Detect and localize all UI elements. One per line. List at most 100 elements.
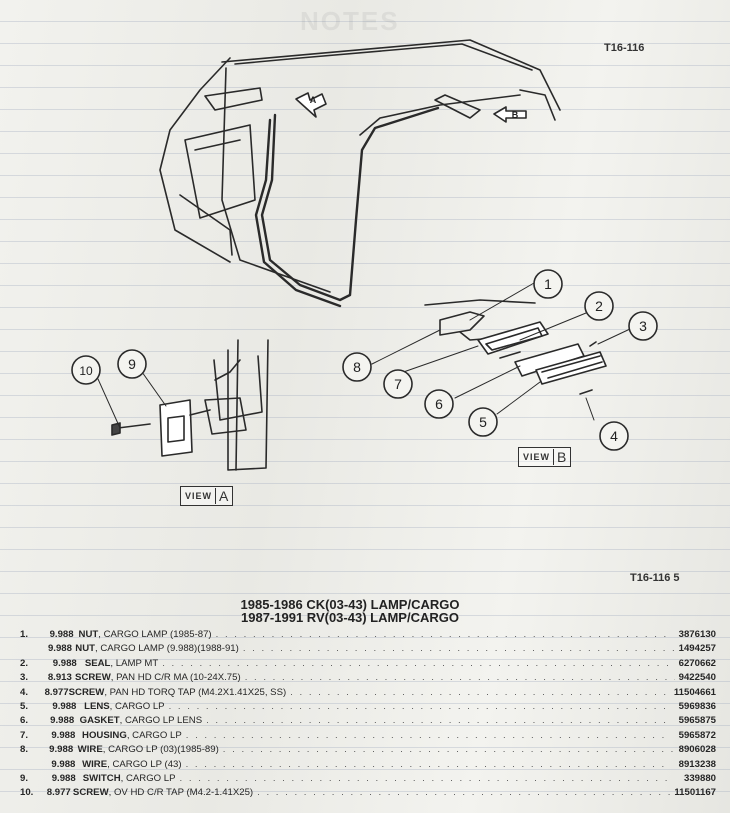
callout-6: 6 xyxy=(435,396,443,412)
callout-numbers: 1 2 3 4 5 6 7 8 9 10 xyxy=(79,276,647,444)
leader-lines xyxy=(97,282,631,429)
part-index: 10. xyxy=(20,787,34,799)
part-detail: , CARGO LAMP (9.988)(1988-91) xyxy=(95,643,239,655)
part-index: 8. xyxy=(20,744,29,756)
part-group: 8.977 xyxy=(44,686,69,698)
part-detail: , CARGO LP (03)(1985-89) xyxy=(102,744,219,756)
view-b-word: VIEW xyxy=(523,452,551,462)
dot-leader: . . . . . . . . . . . . . . . . . . . . … xyxy=(179,772,670,784)
callout-3: 3 xyxy=(639,318,647,334)
part-number: 6270662 xyxy=(678,657,716,669)
part-name: SCREW xyxy=(68,686,105,698)
dot-leader: . . . . . . . . . . . . . . . . . . . . … xyxy=(222,744,673,756)
part-index: 3. xyxy=(20,672,29,684)
part-index: 9. xyxy=(20,772,29,784)
part-group: 9.988 xyxy=(51,772,76,784)
part-group: 8.977 xyxy=(46,787,71,799)
section-title-1: 1985-1986 CK(03-43) LAMP/CARGO xyxy=(240,597,460,612)
part-number: 11504661 xyxy=(673,686,716,698)
dot-leader: . . . . . . . . . . . . . . . . . . . . … xyxy=(206,715,672,727)
part-index: 2. xyxy=(20,657,29,669)
part-name: GASKET xyxy=(79,715,120,727)
part-index: 1. xyxy=(20,629,29,640)
part-name: HOUSING xyxy=(82,729,127,741)
part-group: 9.988 xyxy=(49,744,74,756)
part-detail: , CARGO LAMP (1985-87) xyxy=(98,629,212,640)
callout-5: 5 xyxy=(479,414,487,430)
dot-leader: . . . . . . . . . . . . . . . . . . . . … xyxy=(242,643,675,655)
parts-row: 5. 9.988 LENS, CARGO LP. . . . . . . . . .… xyxy=(16,701,716,715)
part-group: 9.988 xyxy=(52,657,77,669)
part-name: SWITCH xyxy=(82,772,121,784)
view-a-arrow xyxy=(295,92,327,118)
part-detail: , CARGO LP (43) xyxy=(107,758,182,770)
part-name: SCREW xyxy=(75,672,111,684)
parts-row: 9. 9.988 SWITCH, CARGO LP. . . . . . . . .… xyxy=(16,773,716,787)
part-index: 5. xyxy=(20,700,29,712)
part-name: SCREW xyxy=(72,787,109,799)
callout-10: 10 xyxy=(79,364,93,378)
part-name: LENS xyxy=(84,700,110,712)
part-group: 9.988 xyxy=(52,700,77,712)
part-detail: , PAN HD TORQ TAP (M4.2X1.41X25, SS) xyxy=(104,686,287,698)
part-detail: , CARGO LP LENS xyxy=(119,715,203,727)
part-description: SCREW, PAN HD TORQ TAP (M4.2X1.41X25, SS… xyxy=(69,687,287,698)
view-a-word: VIEW xyxy=(185,491,213,501)
dot-leader: . . . . . . . . . . . . . . . . . . . . … xyxy=(168,700,669,712)
part-detail: , CARGO LP xyxy=(109,700,165,712)
part-detail: , OV HD C/R TAP (M4.2-1.41X25) xyxy=(108,787,254,799)
view-a-letter: A xyxy=(215,488,229,504)
part-detail: , CARGO LP xyxy=(120,772,176,784)
view-b-label: VIEW B xyxy=(518,447,572,467)
dot-leader: . . . . . . . . . . . . . . . . . . . . … xyxy=(185,729,670,741)
parts-row: 7. 9.988 HOUSING, CARGO LP. . . . . . . . … xyxy=(16,730,716,744)
part-description: SCREW, OV HD C/R TAP (M4.2-1.41X25) xyxy=(73,787,253,798)
part-group: 9.988 xyxy=(50,715,75,727)
part-index: 6. xyxy=(20,715,29,727)
part-number: 3876130 xyxy=(678,629,716,640)
part-description: WIRE, CARGO LP (43) xyxy=(82,759,182,770)
figure-id-bottom: T16-116 5 xyxy=(630,572,680,584)
parts-diagram: 1 2 3 4 5 6 7 8 9 10 A B xyxy=(71,39,658,471)
truck-cab-outline xyxy=(159,39,561,293)
callout-8: 8 xyxy=(353,359,361,375)
part-group: 9.988 xyxy=(51,729,76,741)
part-description: SCREW, PAN HD C/R MA (10-24X.75) xyxy=(75,672,241,683)
part-name: SEAL xyxy=(84,657,111,669)
view-b-arrow xyxy=(493,106,527,123)
part-name: WIRE xyxy=(82,758,108,770)
callout-4: 4 xyxy=(610,428,618,444)
part-description: SEAL, LAMP MT xyxy=(85,658,158,669)
part-number: 5965872 xyxy=(678,729,716,741)
view-b-letter: B xyxy=(553,449,567,465)
part-number: 8913238 xyxy=(678,758,716,770)
part-index: 7. xyxy=(20,729,29,741)
part-name: NUT xyxy=(75,643,96,655)
dot-leader: . . . . . . . . . . . . . . . . . . . . … xyxy=(185,758,671,770)
part-description: GASKET, CARGO LP LENS xyxy=(80,715,202,726)
callout-7: 7 xyxy=(394,376,402,392)
view-a-switch-assembly xyxy=(111,339,269,471)
part-group: 8.913 xyxy=(47,672,72,684)
dot-leader: . . . . . . . . . . . . . . . . . . . . … xyxy=(162,657,668,669)
part-description: NUT, CARGO LAMP (1985-87) xyxy=(79,629,212,640)
parts-row: 2. 9.988 SEAL, LAMP MT . . . . . . . . . . … xyxy=(16,658,716,672)
part-number: 5965875 xyxy=(678,715,716,727)
watermark-text: NOTES xyxy=(300,6,400,36)
callout-1: 1 xyxy=(544,276,552,292)
arrow-b-letter: B xyxy=(512,110,519,120)
part-description: SWITCH, CARGO LP xyxy=(83,773,176,784)
dot-leader: . . . . . . . . . . . . . . . . . . . . … xyxy=(215,629,673,640)
section-title-2: 1987-1991 RV(03-43) LAMP/CARGO xyxy=(241,610,459,625)
part-description: HOUSING, CARGO LP xyxy=(82,730,182,741)
dot-leader: . . . . . . . . . . . . . . . . . . . . … xyxy=(290,686,670,698)
